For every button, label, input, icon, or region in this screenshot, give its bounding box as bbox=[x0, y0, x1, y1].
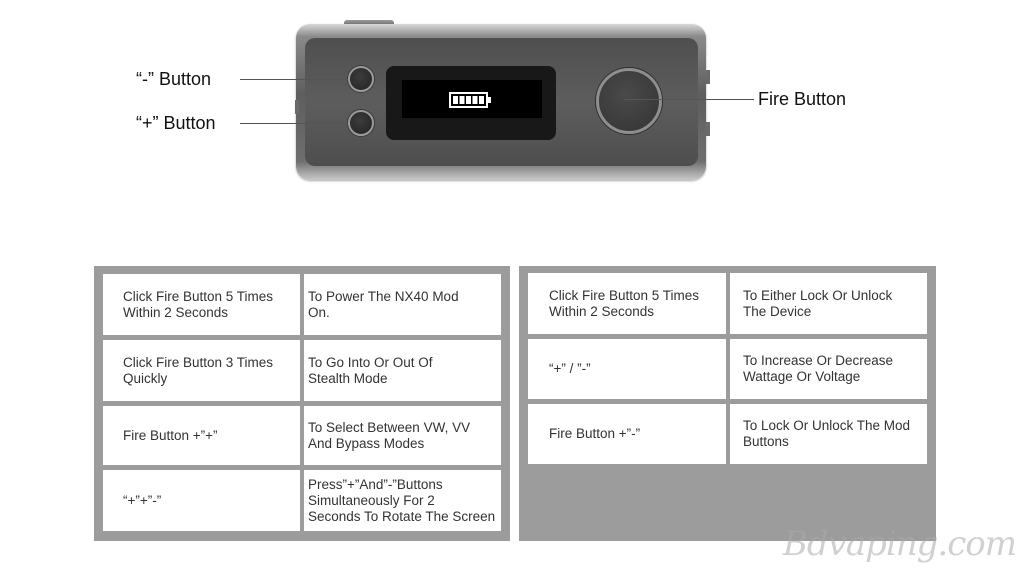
left-row-4-action: “+”+”-” bbox=[103, 470, 300, 531]
callout-line-plus bbox=[240, 123, 348, 124]
right-row-1-action: Click Fire Button 5 Times Within 2 Secon… bbox=[528, 273, 726, 334]
left-row-3-result: To Select Between VW, VV And Bypass Mode… bbox=[304, 406, 501, 465]
left-row-1-action: Click Fire Button 5 Times Within 2 Secon… bbox=[103, 274, 300, 335]
left-row-2-action: Click Fire Button 3 Times Quickly bbox=[103, 340, 300, 401]
right-row-2-action: “+” / ”-” bbox=[528, 339, 726, 399]
left-row-2-result: To Go Into Or Out Of Stealth Mode bbox=[304, 340, 501, 401]
watermark-logo: Bdvaping.com bbox=[782, 524, 1017, 564]
right-row-3-result: To Lock Or Unlock The Mod Buttons bbox=[730, 404, 927, 464]
device-side-notch bbox=[706, 122, 710, 136]
oled-screen bbox=[402, 80, 542, 118]
callout-line-fire bbox=[624, 99, 754, 100]
right-row-2-result: To Increase Or Decrease Wattage Or Volta… bbox=[730, 339, 927, 399]
left-row-1-result: To Power The NX40 Mod On. bbox=[304, 274, 501, 335]
callout-line-minus bbox=[240, 79, 348, 80]
plus-button[interactable] bbox=[348, 110, 374, 136]
left-row-4-result: Press”+”And”-”Buttons Simultaneously For… bbox=[304, 470, 501, 531]
fire-button[interactable] bbox=[596, 68, 662, 134]
minus-button[interactable] bbox=[348, 66, 374, 92]
device-side-notch bbox=[706, 70, 710, 84]
device-side-notch bbox=[295, 100, 299, 114]
right-row-1-result: To Either Lock Or Unlock The Device bbox=[730, 273, 927, 334]
callout-minus-button: “-” Button bbox=[136, 69, 212, 89]
callout-plus-button: “+” Button bbox=[136, 113, 216, 133]
left-row-3-action: Fire Button +”+” bbox=[103, 406, 300, 465]
battery-icon bbox=[449, 92, 491, 108]
right-row-3-action: Fire Button +”-” bbox=[528, 404, 726, 464]
callout-fire-button: Fire Button bbox=[758, 89, 847, 109]
